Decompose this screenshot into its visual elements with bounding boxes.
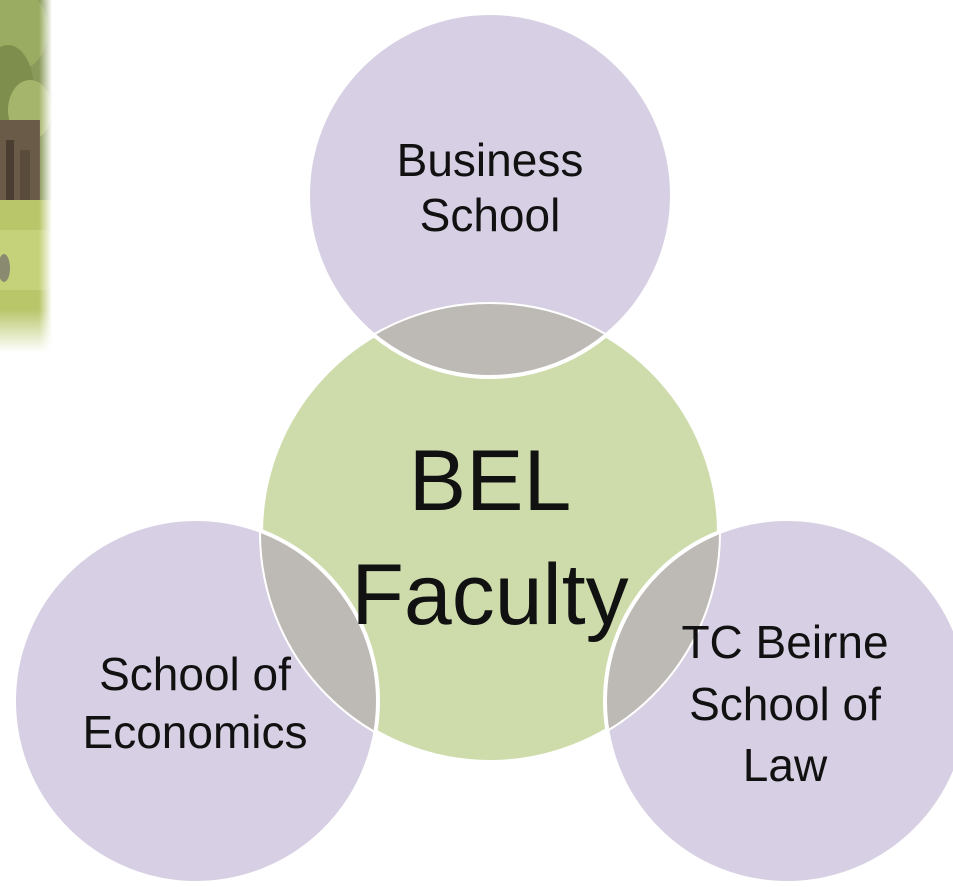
business-label-line-1: Business [396, 134, 584, 186]
bel-label-line-1: BEL [408, 433, 572, 529]
school-of-law-label: TC Beirne School of Law [625, 612, 945, 797]
law-label-line-2: School of [689, 677, 881, 730]
economics-label-line-2: Economics [82, 706, 308, 759]
law-label-line-1: TC Beirne [681, 616, 889, 668]
business-label-line-2: School [419, 189, 561, 242]
overlap-regions [261, 304, 719, 762]
business-overlap [306, 304, 674, 379]
school-of-economics-label: School of Economics [30, 645, 360, 762]
bel-label-line-2: Faculty [351, 546, 629, 643]
economics-overlap [261, 517, 380, 762]
economics-label-line-1: School of [99, 648, 291, 700]
campus-photo-fragment [0, 0, 52, 352]
business-school-label: Business School [360, 133, 620, 243]
law-label-line-3: Law [742, 739, 828, 792]
bel-faculty-label: BEL Faculty [290, 425, 690, 652]
law-overlap [603, 517, 719, 762]
